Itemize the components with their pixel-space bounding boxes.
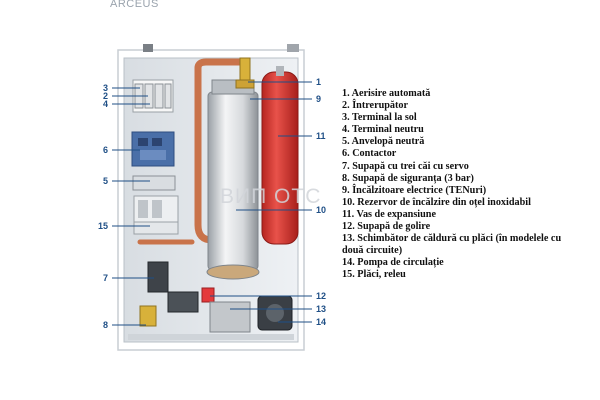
callout-13: 13 bbox=[316, 304, 326, 314]
callout-11: 11 bbox=[316, 131, 326, 141]
legend-item-11: 11. Vas de expansiune bbox=[342, 208, 436, 220]
callout-10: 10 bbox=[316, 205, 326, 215]
callout-6: 6 bbox=[103, 145, 108, 155]
legend-item-3: 3. Terminal la sol bbox=[342, 112, 417, 124]
callout-5: 5 bbox=[103, 176, 108, 186]
legend: 1. Aerisire automată 2. Întrerupător 3. … bbox=[342, 88, 562, 282]
callout-9: 9 bbox=[316, 94, 321, 104]
brand-logo: ARCEUS bbox=[110, 0, 159, 10]
drain-valve bbox=[201, 287, 215, 303]
three-way-valve bbox=[147, 261, 199, 313]
callout-15: 15 bbox=[98, 221, 108, 231]
legend-item-10: 10. Rezervor de încălzire din oțel inoxi… bbox=[342, 196, 531, 208]
legend-item-1: 1. Aerisire automată bbox=[342, 88, 431, 99]
legend-item-2: 2. Întrerupător bbox=[342, 100, 409, 112]
circulation-pump bbox=[257, 295, 293, 331]
legend-item-4: 4. Terminal neutru bbox=[342, 124, 424, 136]
callout-labels: 1 3 2 4 6 5 15 7 8 9 11 10 12 13 14 bbox=[98, 77, 326, 330]
expansion-vessel bbox=[261, 66, 299, 245]
callout-7: 7 bbox=[103, 273, 108, 283]
callout-14: 14 bbox=[316, 317, 326, 327]
plate-heat-exchanger bbox=[209, 301, 251, 333]
callout-4: 4 bbox=[103, 99, 108, 109]
relay-boards bbox=[133, 195, 179, 235]
legend-item-5: 5. Anvelopă neutră bbox=[342, 136, 425, 148]
watermark: ВИП ОТС bbox=[220, 185, 322, 208]
legend-item-12: 12. Supapă de golire bbox=[342, 221, 431, 233]
bottom-panel bbox=[128, 334, 294, 340]
contactor bbox=[131, 131, 175, 167]
legend-item-15: 15. Plăci, releu bbox=[342, 269, 406, 281]
legend-item-8: 8. Supapă de siguranța (3 bar) bbox=[342, 172, 474, 184]
legend-item-6: 6. Contactor bbox=[342, 148, 397, 160]
legend-item-13: 13. Schimbător de căldură cu plăci (în m… bbox=[342, 233, 562, 257]
heating-tank bbox=[206, 79, 260, 280]
air-vent bbox=[235, 57, 255, 89]
callout-1: 1 bbox=[316, 77, 321, 87]
callout-2: 2 bbox=[103, 91, 108, 101]
callout-8: 8 bbox=[103, 320, 108, 330]
leader-lines bbox=[112, 81, 312, 326]
callout-3: 3 bbox=[103, 83, 108, 93]
callout-12: 12 bbox=[316, 291, 326, 301]
neutral-bus bbox=[132, 175, 176, 191]
legend-item-7: 7. Supapă cu trei căi cu servo bbox=[342, 160, 469, 172]
legend-item-14: 14. Pompa de circulație bbox=[342, 257, 444, 269]
legend-item-9: 9. Încălzitoare electrice (TENuri) bbox=[342, 184, 487, 196]
safety-valve bbox=[139, 305, 157, 327]
